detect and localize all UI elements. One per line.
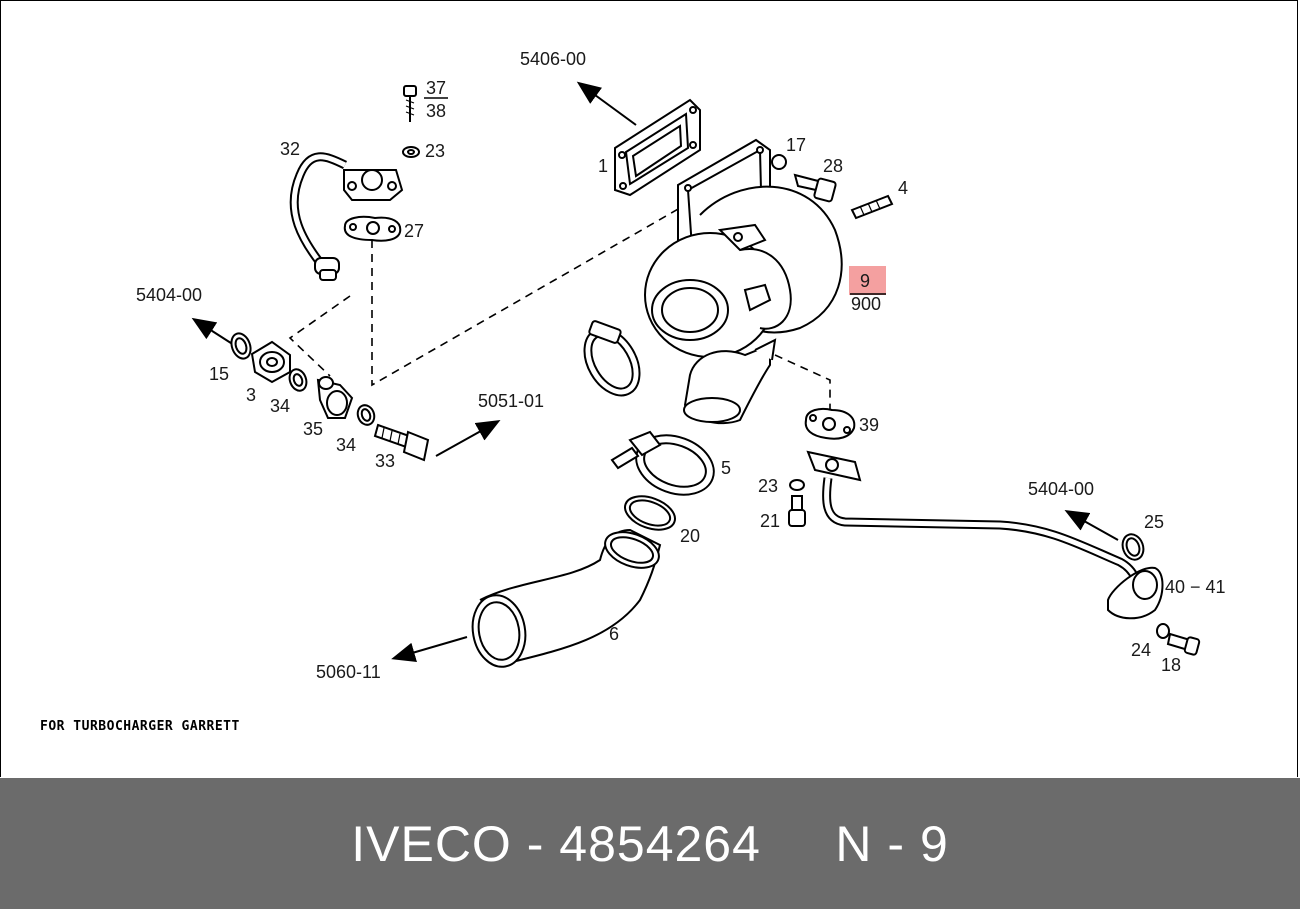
label-5060-11: 5060-11 xyxy=(316,662,381,682)
label-21: 21 xyxy=(760,511,780,531)
turbocharger-parts xyxy=(230,85,1201,668)
oil-feed-pipe-icon xyxy=(289,152,404,281)
spacer xyxy=(761,815,835,873)
label-23: 23 xyxy=(425,141,445,161)
footer-title: IVECO - 4854264 N - 9 xyxy=(0,778,1300,909)
label-5404-00: 5404-00 xyxy=(136,285,202,305)
highlight-box xyxy=(849,266,886,295)
label-4: 4 xyxy=(898,178,908,198)
bolt-icon xyxy=(1166,632,1201,656)
bolt-icon xyxy=(788,495,806,527)
part-number: 4854264 xyxy=(559,815,761,872)
label-28: 28 xyxy=(823,156,843,176)
label-18: 18 xyxy=(1161,655,1181,675)
banjo-bolt-icon xyxy=(373,423,430,462)
washer-icon xyxy=(771,154,787,170)
label-37: 37 xyxy=(426,78,446,98)
label-33: 33 xyxy=(375,451,395,471)
label-5051-01: 5051-01 xyxy=(478,391,544,411)
washer-icon xyxy=(789,479,805,491)
label-23: 23 xyxy=(758,476,778,496)
position-number: 9 xyxy=(919,815,949,872)
label-9: 9 xyxy=(860,271,870,291)
label-39: 39 xyxy=(859,415,879,435)
union-fitting-icon xyxy=(250,340,291,384)
label-6: 6 xyxy=(609,624,619,644)
clamp-icon xyxy=(583,320,641,397)
label-900: 900 xyxy=(851,294,881,314)
leader-lines xyxy=(191,81,1119,662)
footer-bar: IVECO - 4854264 N - 9 xyxy=(0,778,1300,909)
label-34: 34 xyxy=(336,435,356,455)
label-40-41: 40 − 41 xyxy=(1165,577,1226,597)
label-5406-00: 5406-00 xyxy=(520,49,586,69)
gasket-icon xyxy=(343,215,402,242)
label-35: 35 xyxy=(303,419,323,439)
oil-drain-pipe-icon xyxy=(806,450,1164,620)
brand-name: IVECO xyxy=(351,815,512,872)
separator: - xyxy=(511,815,560,872)
turbocharger-exploded-view: 5406-00 37 38 23 32 27 1 17 28 4 9 900 5… xyxy=(136,49,1226,682)
v-band-clamp-icon xyxy=(610,430,715,496)
label-25: 25 xyxy=(1144,512,1164,532)
label-5404-00: 5404-00 xyxy=(1028,479,1094,499)
label-1: 1 xyxy=(598,156,608,176)
label-15: 15 xyxy=(209,364,229,384)
label-5: 5 xyxy=(721,458,731,478)
gasket-icon xyxy=(804,407,856,440)
flange-gasket-icon xyxy=(614,98,701,197)
stud-icon xyxy=(850,194,894,220)
separator: - xyxy=(872,815,920,872)
label-38: 38 xyxy=(426,101,446,121)
parts-diagram: 5406-00 37 38 23 32 27 1 17 28 4 9 900 5… xyxy=(40,49,1226,734)
part-labels: 5406-00 37 38 23 32 27 1 17 28 4 9 900 5… xyxy=(136,49,1226,682)
bolt-icon xyxy=(793,173,837,203)
turbine-housing-icon xyxy=(644,138,843,425)
label-3: 3 xyxy=(246,385,256,405)
label-34: 34 xyxy=(270,396,290,416)
label-32: 32 xyxy=(280,139,300,159)
banjo-fitting-icon xyxy=(316,376,354,419)
diagram-caption: FOR TURBOCHARGER GARRETT xyxy=(40,719,240,734)
bolt-icon xyxy=(403,85,417,122)
label-17: 17 xyxy=(786,135,806,155)
label-27: 27 xyxy=(404,221,424,241)
washer-icon xyxy=(1156,623,1170,639)
label-24: 24 xyxy=(1131,640,1151,660)
position-prefix: N xyxy=(835,815,873,872)
exhaust-pipe-icon xyxy=(471,528,662,668)
label-20: 20 xyxy=(680,526,700,546)
